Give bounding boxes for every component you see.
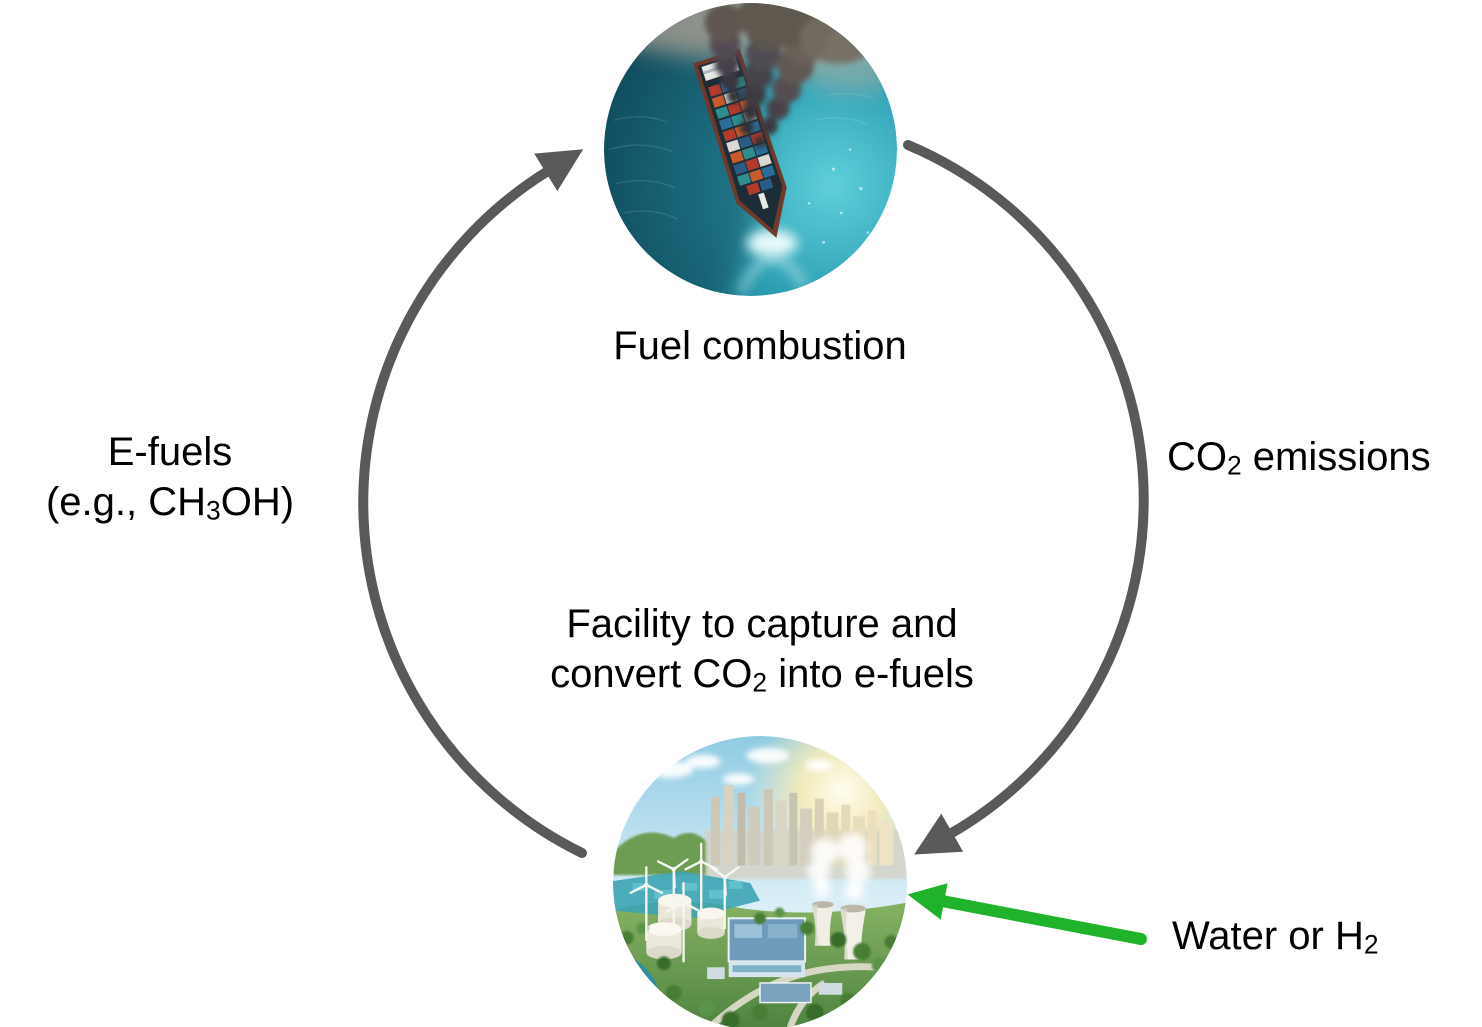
capture-facility-image (613, 736, 907, 1027)
fuel-combustion-label: Fuel combustion (560, 321, 960, 371)
co2-emissions-subscript: 2 (1227, 450, 1242, 481)
efuels-arrow (358, 149, 587, 858)
ch3oh-subscript: 3 (206, 495, 221, 526)
co2-emissions-arrow (903, 140, 1149, 855)
efuels-label-line2: (e.g., CH3OH) (45, 480, 295, 526)
steam-plumes (807, 833, 871, 901)
efuels-label-line1: E-fuels (107, 430, 233, 474)
co2-subscript: 2 (752, 667, 768, 698)
green-hills (613, 832, 708, 876)
facility-label-line2: convert CO2 into e-fuels (550, 652, 974, 698)
smoke-plumes (704, 3, 878, 148)
cooling-towers (811, 901, 866, 960)
fuel-combustion-text: Fuel combustion (613, 324, 907, 368)
water-input-arrow (907, 883, 1147, 945)
facility-label-line1: Facility to capture and (566, 602, 958, 646)
water-lagoon (613, 871, 760, 919)
container-ship-image (604, 3, 897, 296)
water-or-h2-label: Water or H2 (1172, 914, 1379, 960)
water-ripples (608, 92, 874, 220)
container-ship (693, 48, 787, 238)
bow-mast (758, 192, 769, 210)
h2-subscript: 2 (1363, 929, 1379, 960)
fuel-combustion-node (604, 3, 897, 296)
facility-label: Facility to capture and convert CO2 into… (462, 599, 1062, 699)
plant-buildings (707, 917, 843, 1004)
trees (619, 907, 899, 1027)
bow-wake (746, 229, 798, 257)
efuels-label: E-fuels (e.g., CH3OH) (0, 427, 340, 527)
turbine-hubs (644, 859, 727, 906)
co2-emissions-label: CO2 emissions (1167, 435, 1431, 481)
capture-facility-node (613, 736, 907, 1027)
city-skyline (705, 785, 907, 880)
wind-turbines (629, 842, 740, 963)
